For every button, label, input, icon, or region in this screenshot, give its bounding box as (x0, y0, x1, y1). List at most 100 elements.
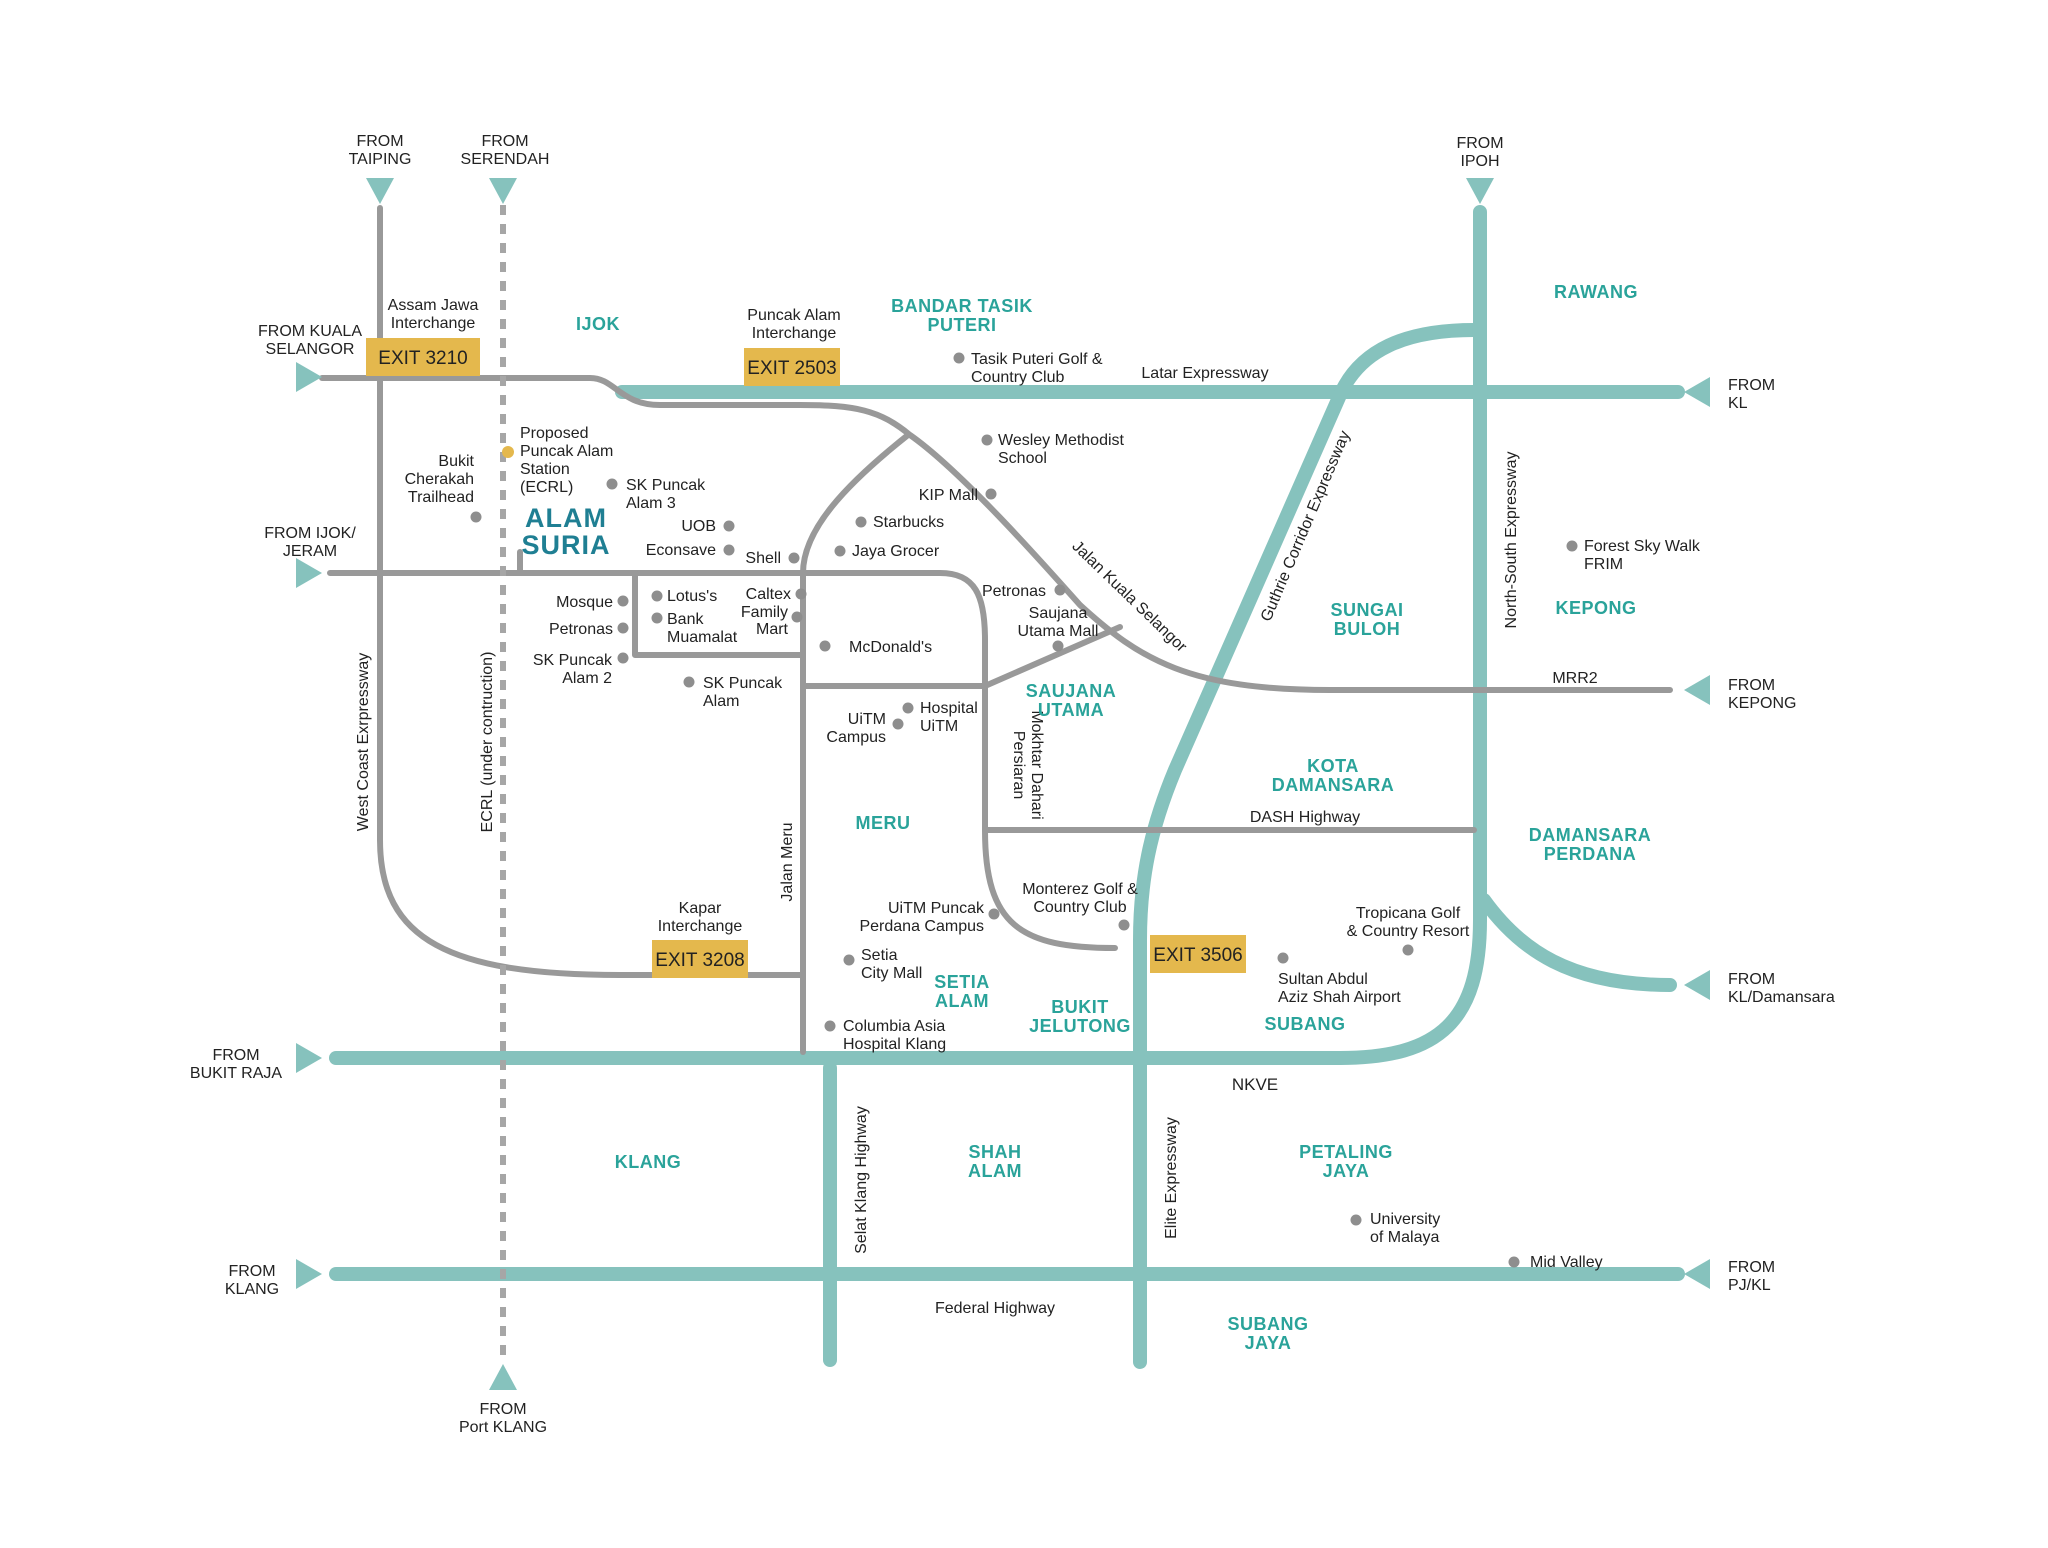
poi-marker (470, 511, 482, 523)
arrow-port-klang (489, 1364, 517, 1390)
poi-marker (1566, 540, 1578, 552)
poi-label: Tasik Puteri Golf &Country Club (971, 351, 1103, 386)
poi-marker (683, 676, 695, 688)
poi-label: Mid Valley (1530, 1254, 1603, 1271)
poi-marker (723, 520, 735, 532)
exit-3210-label: EXIT 3210 (378, 348, 467, 369)
selat-klang-highway-label: Selat Klang Highway (853, 1106, 870, 1254)
poi-marker (1054, 584, 1066, 596)
exit-2503-box (744, 348, 840, 386)
arrow-ipoh (1466, 178, 1494, 204)
poi-marker (1118, 919, 1130, 931)
poi-label: Petronas (549, 621, 613, 638)
meru-link-road (800, 432, 911, 576)
poi-marker (1508, 1256, 1520, 1268)
mrr2-label: MRR2 (1552, 670, 1597, 687)
poi-marker (1277, 952, 1289, 964)
entry-arrows (296, 178, 1710, 1390)
poi-label: Monterez Golf &Country Club (1022, 881, 1138, 916)
assam-jawa-connector-road (319, 375, 1673, 693)
poi-label: Starbucks (873, 514, 944, 531)
poi-marker (1350, 1214, 1362, 1226)
dash-highway-label: DASH Highway (1250, 809, 1360, 826)
jalan-meru-label: Jalan Meru (779, 822, 796, 901)
poi-marker (981, 434, 993, 446)
guthrie-corridor-road (1133, 323, 1481, 1369)
poi-label: Petronas (982, 583, 1046, 600)
poi-marker (1052, 640, 1064, 652)
poi-marker (788, 552, 800, 564)
expressways-layer (329, 205, 1685, 1369)
area-label: SUBANG (1264, 1014, 1345, 1034)
poi-marker (988, 908, 1000, 920)
poi-marker (953, 352, 965, 364)
local-roads-layer (319, 205, 1673, 1055)
area-label: MERU (856, 813, 911, 833)
poi-label: Jaya Grocer (852, 543, 940, 560)
from-label: FROM IJOK/JERAM (264, 525, 356, 560)
exit-3210-box (366, 338, 480, 376)
arrow-taiping (366, 178, 394, 204)
poi-marker (651, 612, 663, 624)
poi-marker (791, 611, 803, 623)
poi-marker (723, 544, 735, 556)
station-marker (502, 446, 514, 458)
exit-3208-box (652, 940, 748, 978)
area-label: IJOK (576, 314, 620, 334)
exit-3208-label: EXIT 3208 (655, 950, 744, 971)
poi-label: Econsave (646, 542, 716, 559)
arrow-pj-kl (1684, 1259, 1710, 1289)
poi-label: Shell (745, 550, 781, 567)
arrow-kl-damansara (1684, 970, 1710, 1000)
exit-2503-label: EXIT 2503 (747, 358, 836, 379)
arrow-kepong (1684, 675, 1710, 705)
area-label: KLANG (615, 1152, 682, 1172)
ecrl-label: ECRL (under contruction) (479, 652, 496, 833)
poi-marker (834, 545, 846, 557)
lotus-loop-road (632, 570, 806, 658)
poi-marker (892, 718, 904, 730)
north-south-expressway-road (1333, 205, 1487, 1065)
north-south-expressway-label: North-South Expressway (1503, 452, 1520, 629)
arrow-ijok-jeram (296, 558, 322, 588)
arrow-klang (296, 1259, 322, 1289)
poi-marker (795, 588, 807, 600)
saujana-link-road (982, 624, 1123, 689)
poi-marker (819, 640, 831, 652)
